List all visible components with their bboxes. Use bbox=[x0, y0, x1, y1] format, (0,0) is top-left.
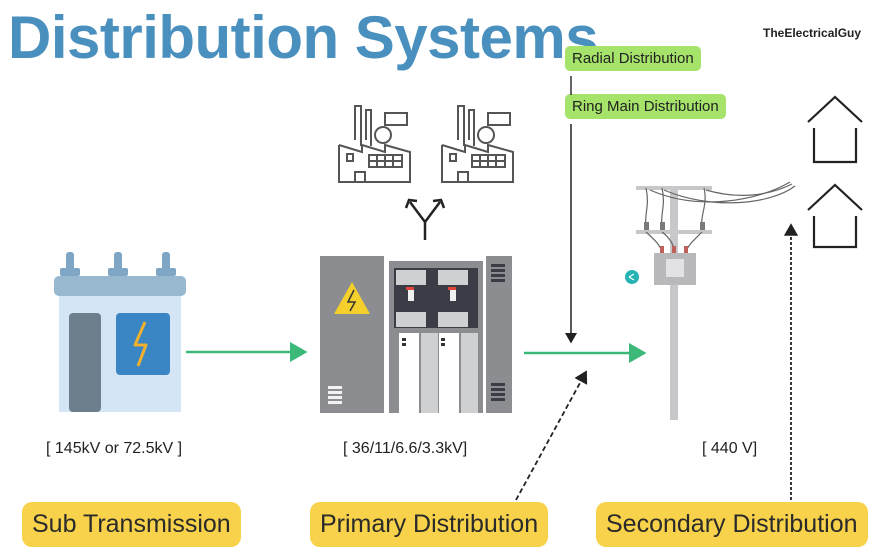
switchgear-panel-icon bbox=[320, 256, 512, 413]
secondary-distribution-voltage: [ 440 V] bbox=[702, 440, 758, 457]
split-arrow-icon bbox=[404, 198, 446, 240]
pole-transformer-icon bbox=[636, 181, 796, 420]
house-icon bbox=[807, 95, 863, 164]
secondary-distribution-label: Secondary Distribution bbox=[596, 502, 868, 547]
share-icon[interactable] bbox=[625, 270, 639, 284]
factory-icon bbox=[441, 105, 514, 183]
house-icon bbox=[807, 183, 863, 249]
radial-distribution-tag: Radial Distribution bbox=[565, 46, 701, 71]
factory-icon bbox=[338, 105, 411, 183]
transformer-substation-icon bbox=[54, 252, 186, 412]
sub-transmission-label: Sub Transmission bbox=[22, 502, 241, 547]
share-icon-glyph bbox=[628, 273, 635, 281]
primary-distribution-label: Primary Distribution bbox=[310, 502, 549, 547]
sub-transmission-voltage: [ 145kV or 72.5kV ] bbox=[46, 440, 183, 457]
primary-distribution-voltage: [ 36/11/6.6/3.3kV] bbox=[343, 440, 468, 457]
primary-dashed-pointer-arrow bbox=[515, 370, 588, 501]
brand-watermark: TheElectricalGuy bbox=[763, 26, 862, 40]
ring-main-distribution-tag: Ring Main Distribution bbox=[565, 94, 726, 119]
page-title: Distribution Systems bbox=[8, 4, 599, 71]
